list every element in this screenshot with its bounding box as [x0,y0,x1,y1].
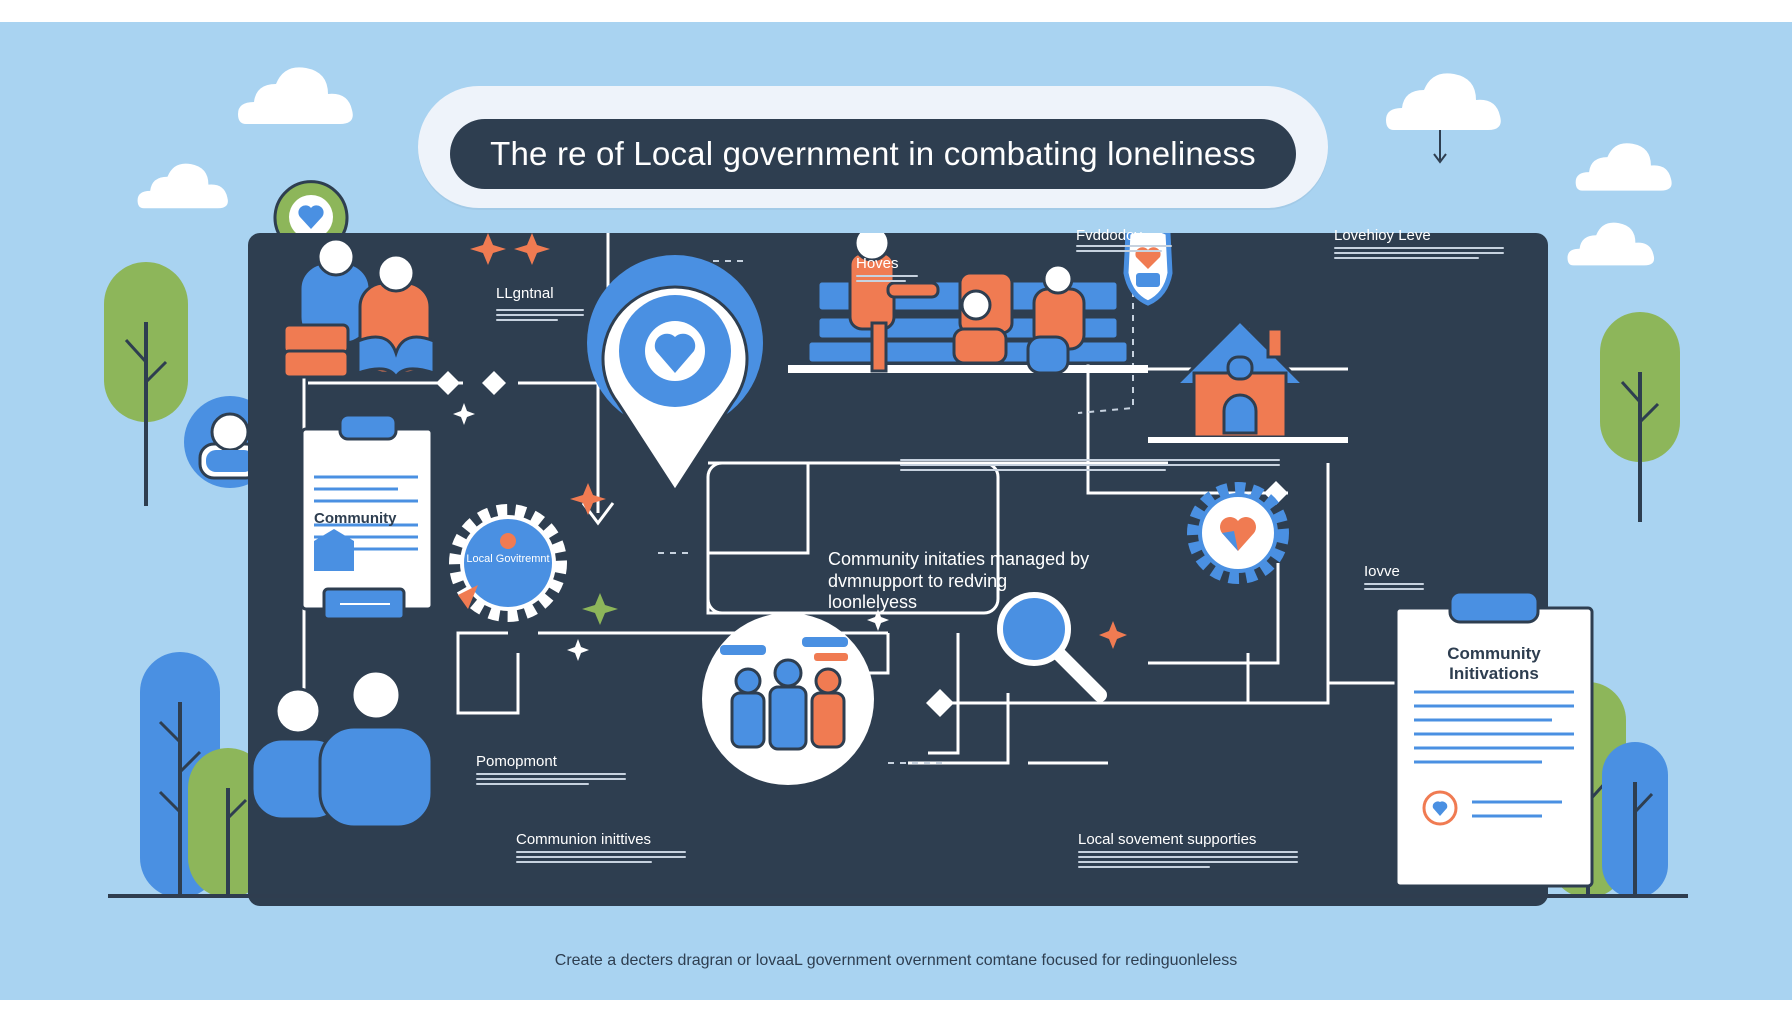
people-reading-icon [282,237,436,381]
arrow-down-icon [1433,130,1447,164]
ground-line [108,894,1688,898]
gear-icon [449,504,567,622]
label-pomopmont: Pomopmont [476,753,557,770]
center-text: Community initaties managed by dvmnuppor… [828,549,1090,613]
title-bar: The re of Local government in combating … [450,119,1296,189]
caption: Create a decters dragran or lovaaL gover… [554,952,1238,969]
text-lines [476,773,626,785]
cloud-icon [1567,222,1655,266]
people-pair-icon [250,669,434,829]
center-text-box [706,461,1000,615]
cloud-icon [1386,73,1501,130]
label-fvddodoy: Fvddodoy [1076,227,1142,244]
text-lines [1076,245,1172,252]
house-icon [1148,318,1348,443]
text-lines [496,309,584,321]
text-lines [1364,583,1424,590]
cloud-icon [1575,143,1672,191]
infographic-scene: The re of Local government in combating … [0,22,1792,1000]
label-lovehioy-leve: Lovehioy Leve [1334,227,1431,244]
magnifier-icon [997,592,1107,702]
text-lines [900,459,1280,471]
community-document-icon [300,413,434,621]
tree-icon [1600,312,1680,522]
sparkle-icon [453,233,1127,661]
tree-icon [104,262,188,506]
label-local-sov-supports: Local sovement supporties [1078,831,1257,848]
group-people-icon [702,613,874,785]
tree-icon [1602,742,1668,898]
diagram-board: LLgntnal Hoves Fvddodoy Lovehioy Leve Co… [248,227,1548,906]
cloud-icon [238,67,353,124]
heart-pin-icon [587,255,763,494]
label-local-gov-gear: Local Govitremnt [466,553,550,565]
cloud-icon [137,163,228,209]
label-community-doc: Community [314,510,397,527]
label-community-initiations: Community Initivations [1447,644,1541,683]
label-iovve: Iovve [1364,563,1400,580]
label-hoves: Hoves [856,255,899,272]
text-lines [1334,247,1504,259]
heart-gear-icon [1187,482,1289,584]
diamond-markers [436,371,1288,717]
text-lines [856,275,918,282]
bench-scene-icon [788,233,1148,375]
page-title: The re of Local government in combating … [490,135,1256,172]
text-lines [1078,851,1298,868]
text-lines [516,851,686,863]
dashed-leaders [658,260,1134,764]
community-initiations-document-icon [1394,590,1594,888]
label-lgntnal: LLgntnal [496,285,554,302]
label-communion-inittives: Communion inittives [516,831,652,848]
diagram-canvas [250,233,1410,853]
